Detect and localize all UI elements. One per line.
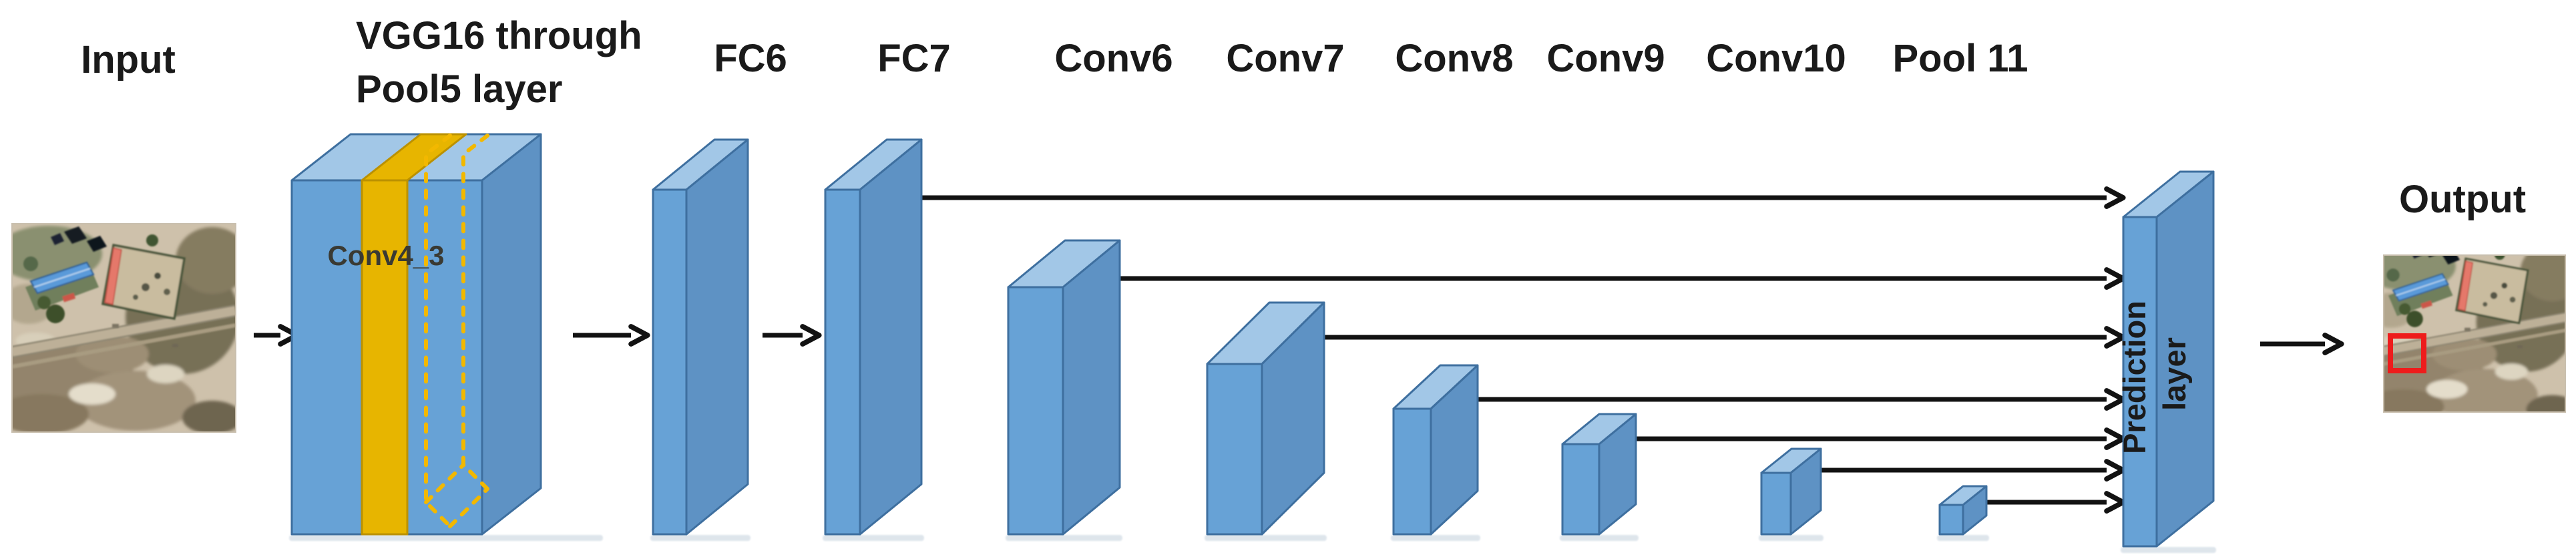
box-face-front bbox=[652, 188, 688, 536]
box-face-front bbox=[1392, 407, 1432, 536]
box-face-side bbox=[1062, 239, 1121, 536]
backbone-label-line1: VGG16 through bbox=[356, 14, 642, 57]
prediction-label-line1: Prediction bbox=[2117, 301, 2152, 454]
layer-box-conv6 bbox=[1006, 239, 1122, 541]
detection-bounding-box bbox=[2388, 333, 2426, 373]
layer-box-vgg16: Conv4_3 bbox=[289, 133, 603, 541]
layer-label-conv9: Conv9 bbox=[1546, 37, 1665, 80]
backbone-label-line2: Pool5 layer bbox=[356, 67, 562, 111]
box-face-front bbox=[1938, 504, 1964, 536]
box-face-front bbox=[824, 188, 861, 536]
layer-box-fc7 bbox=[823, 138, 924, 541]
layer-box-conv7 bbox=[1205, 301, 1327, 541]
layer-label-conv8: Conv8 bbox=[1395, 37, 1513, 80]
box-face-side bbox=[859, 138, 923, 536]
layer-label-conv10: Conv10 bbox=[1706, 37, 1846, 80]
prediction-label-line2: layer bbox=[2157, 337, 2192, 411]
conv4-3-label: Conv4_3 bbox=[327, 240, 444, 271]
skip-connections bbox=[921, 186, 2126, 514]
box-face-front bbox=[2122, 216, 2158, 548]
conv4-3-ghost-outline bbox=[424, 134, 489, 528]
box-face-front bbox=[1760, 472, 1792, 536]
box-face-side bbox=[685, 138, 749, 536]
layer-label-pool11: Pool 11 bbox=[1892, 37, 2028, 80]
prediction-layer-box: Prediction layer bbox=[2117, 170, 2216, 553]
layer-label-fc6: FC6 bbox=[714, 37, 787, 80]
layer-box-conv8 bbox=[1391, 364, 1480, 541]
input-label: Input bbox=[81, 38, 176, 81]
input-satellite-image bbox=[11, 223, 236, 433]
box-face-front bbox=[1561, 443, 1600, 536]
layer-box-pool11 bbox=[1937, 485, 1989, 541]
layer-label-conv7: Conv7 bbox=[1226, 37, 1344, 80]
output-satellite-image bbox=[2383, 254, 2566, 413]
layer-label-fc7: FC7 bbox=[877, 37, 951, 80]
box-face-front bbox=[1206, 363, 1263, 536]
output-label: Output bbox=[2399, 178, 2526, 221]
box-face-side bbox=[481, 133, 542, 536]
layer-box-conv10 bbox=[1759, 447, 1823, 541]
layer-box-conv9 bbox=[1560, 413, 1639, 541]
conv4-3-slab bbox=[361, 179, 409, 536]
box-face-front bbox=[1007, 286, 1064, 536]
layer-label-conv6: Conv6 bbox=[1054, 37, 1172, 80]
layer-box-fc6 bbox=[650, 138, 750, 541]
